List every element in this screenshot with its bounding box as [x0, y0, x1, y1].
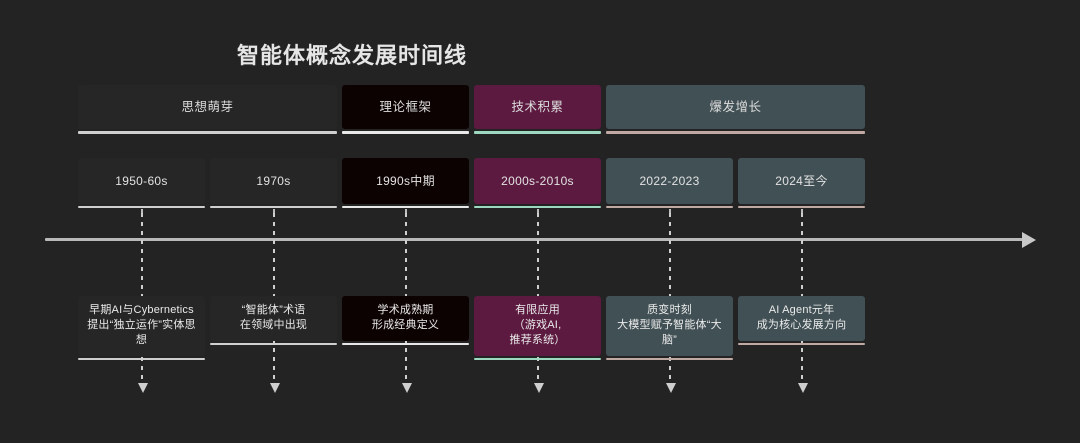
era-underline: [210, 205, 337, 208]
description-card[interactable]: 早期AI与Cybernetics 提出“独立运作”实体思想: [78, 296, 205, 360]
description-card-underline: [342, 342, 469, 345]
era-tick-mark: [800, 209, 803, 216]
era-box[interactable]: 2024至今: [738, 158, 865, 216]
era-tick-mark: [668, 209, 671, 216]
era-box-row: 1950-60s 1970s 1990s中期 2000s-2010s 2022-2023…: [78, 158, 868, 216]
phase-label: 技术积累: [511, 100, 564, 114]
era-underline: [606, 205, 733, 208]
timeline-title: 智能体概念发展时间线: [237, 43, 468, 68]
era-tick-mark: [272, 209, 275, 216]
era-box[interactable]: 1950-60s: [78, 158, 205, 216]
era-label: 1970s: [256, 174, 291, 188]
description-card-text: 学术成熟期 形成经典定义: [371, 304, 440, 331]
description-card-underline: [78, 357, 205, 360]
description-card[interactable]: 学术成熟期 形成经典定义: [342, 296, 469, 345]
phase-underline: [78, 131, 337, 134]
era-underline: [474, 205, 601, 208]
description-card-underline: [606, 357, 733, 360]
description-card[interactable]: “智能体”术语 在领域中出现: [210, 296, 337, 345]
phase-band[interactable]: 爆发增长: [606, 85, 865, 134]
era-underline: [78, 205, 205, 208]
arrow-down-icon: [137, 383, 148, 393]
arrow-down-icon: [797, 383, 808, 393]
phase-label: 爆发增长: [709, 100, 762, 114]
era-tick-mark: [140, 209, 143, 216]
era-label: 2024至今: [775, 174, 828, 188]
arrow-right-icon: [1022, 232, 1036, 248]
description-card[interactable]: 质变时刻 大模型赋予智能体“大脑”: [606, 296, 733, 360]
era-tick-mark: [404, 209, 407, 216]
description-card-underline: [738, 342, 865, 345]
era-box[interactable]: 2000s-2010s: [474, 158, 601, 216]
description-card[interactable]: 有限应用 （游戏AI, 推荐系统）: [474, 296, 601, 360]
description-card[interactable]: AI Agent元年 成为核心发展方向: [738, 296, 865, 345]
description-card-text: 早期AI与Cybernetics 提出“独立运作”实体思想: [87, 304, 196, 346]
phase-band[interactable]: 理论框架: [342, 85, 469, 134]
phase-band-row: 思想萌芽 理论框架 技术积累 爆发增长: [78, 85, 868, 134]
phase-underline: [606, 131, 865, 134]
era-tick-mark: [536, 209, 539, 216]
phase-band[interactable]: 技术积累: [474, 85, 601, 134]
era-label: 2000s-2010s: [501, 174, 574, 188]
description-card-text: AI Agent元年 成为核心发展方向: [756, 304, 847, 331]
arrow-down-icon: [665, 383, 676, 393]
phase-underline: [474, 131, 601, 134]
arrow-down-icon: [401, 383, 412, 393]
description-card-text: “智能体”术语 在领域中出现: [239, 304, 308, 331]
phase-label: 思想萌芽: [181, 100, 234, 114]
description-card-row: 早期AI与Cybernetics 提出“独立运作”实体思想 “智能体”术语 在领域…: [78, 296, 868, 360]
era-label: 1950-60s: [115, 174, 168, 188]
description-card-text: 有限应用 （游戏AI, 推荐系统）: [509, 304, 566, 346]
description-card-underline: [474, 357, 601, 360]
arrow-down-icon: [269, 383, 280, 393]
era-label: 2022-2023: [639, 174, 700, 188]
phase-underline: [342, 131, 469, 134]
phase-band[interactable]: 思想萌芽: [78, 85, 337, 134]
arrow-down-icon: [533, 383, 544, 393]
era-box[interactable]: 1990s中期: [342, 158, 469, 216]
description-card-underline: [210, 342, 337, 345]
phase-label: 理论框架: [379, 100, 432, 114]
timeline-axis: [0, 232, 1080, 248]
description-card-text: 质变时刻 大模型赋予智能体“大脑”: [617, 304, 722, 346]
era-underline: [342, 205, 469, 208]
era-underline: [738, 205, 865, 208]
era-box[interactable]: 2022-2023: [606, 158, 733, 216]
era-label: 1990s中期: [376, 174, 435, 188]
era-box[interactable]: 1970s: [210, 158, 337, 216]
